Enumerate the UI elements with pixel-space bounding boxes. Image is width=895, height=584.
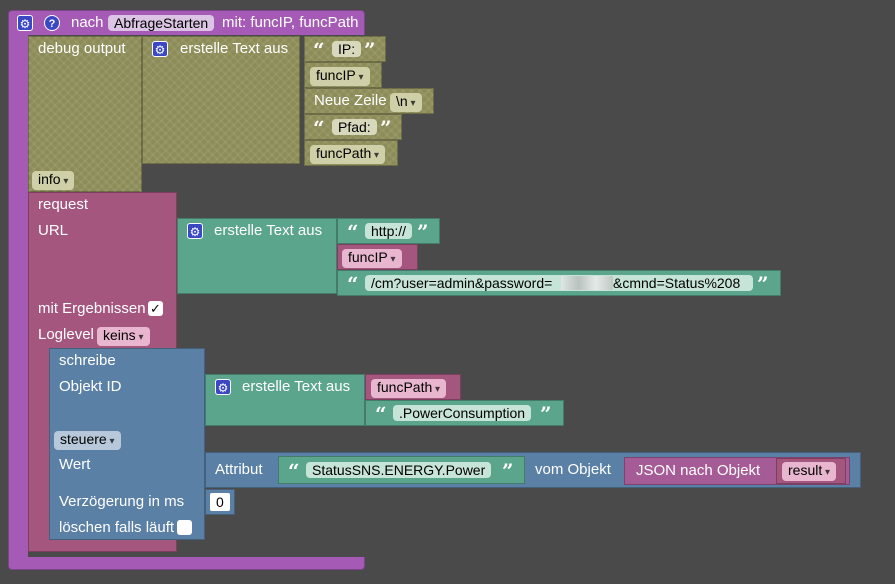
close-quote-icon: ” bbox=[417, 220, 429, 244]
request-title: request bbox=[38, 196, 89, 213]
close-quote-icon: ” bbox=[380, 116, 392, 140]
value-label: Wert bbox=[59, 456, 91, 473]
event-params-label: mit: funcIP, funcPath bbox=[222, 14, 359, 31]
text-literal-field[interactable]: .PowerConsumption bbox=[393, 405, 532, 421]
from-object-label: vom Objekt bbox=[535, 461, 611, 478]
redacted-password bbox=[561, 276, 613, 290]
variable-dropdown[interactable]: result bbox=[782, 462, 837, 481]
text-join-label: erstelle Text aus bbox=[180, 40, 289, 57]
variable-dropdown[interactable]: funcPath bbox=[310, 145, 386, 164]
clear-if-running-checkbox[interactable] bbox=[177, 520, 192, 535]
text-literal-block[interactable] bbox=[337, 218, 440, 244]
newline-dropdown[interactable]: \n bbox=[390, 93, 422, 112]
url-path-start: /cm?user=admin&password= bbox=[371, 275, 553, 291]
loglevel-label: Loglevel bbox=[38, 326, 94, 343]
with-results-checkbox[interactable]: ✓ bbox=[148, 301, 163, 316]
text-literal-field[interactable]: IP: bbox=[332, 41, 362, 57]
with-results-label: mit Ergebnissen bbox=[38, 300, 146, 317]
open-quote-icon: “ bbox=[375, 402, 387, 426]
close-quote-icon: ” bbox=[364, 38, 376, 62]
object-id-label: Objekt ID bbox=[59, 378, 122, 395]
close-quote-icon: ” bbox=[502, 459, 514, 483]
variable-dropdown[interactable]: funcPath bbox=[371, 379, 447, 398]
gear-icon[interactable]: ⚙ bbox=[17, 15, 33, 31]
open-quote-icon: “ bbox=[288, 459, 300, 483]
clear-if-running-label: löschen falls läuft bbox=[59, 519, 175, 536]
write-title: schreibe bbox=[59, 352, 116, 369]
id-text-join-block[interactable] bbox=[205, 374, 365, 426]
json-to-object-label: JSON nach Objekt bbox=[636, 462, 761, 479]
gear-icon[interactable]: ⚙ bbox=[187, 223, 203, 239]
debug-output-label: debug output bbox=[38, 40, 126, 57]
event-prefix-label: nach bbox=[71, 14, 104, 31]
open-quote-icon: “ bbox=[347, 220, 359, 244]
text-join-label: erstelle Text aus bbox=[214, 222, 323, 239]
loglevel-dropdown[interactable]: keins bbox=[97, 327, 150, 346]
delay-input[interactable]: 0 bbox=[210, 493, 230, 511]
open-quote-icon: “ bbox=[313, 116, 325, 140]
close-quote-icon: ” bbox=[540, 402, 552, 426]
url-label: URL bbox=[38, 222, 69, 239]
help-icon[interactable]: ? bbox=[44, 15, 60, 31]
text-literal-field[interactable]: http:// bbox=[365, 223, 413, 239]
variable-dropdown[interactable]: funcIP bbox=[342, 249, 402, 268]
url-path-field[interactable] bbox=[365, 275, 753, 291]
gear-icon[interactable]: ⚙ bbox=[215, 379, 231, 395]
write-mode-dropdown[interactable]: steuere bbox=[54, 431, 121, 450]
open-quote-icon: “ bbox=[313, 38, 325, 62]
url-path-end: &cmnd=Status%208 bbox=[613, 275, 741, 291]
attribute-field[interactable]: StatusSNS.ENERGY.Power bbox=[306, 462, 492, 478]
debug-level-dropdown[interactable]: info bbox=[32, 171, 75, 190]
close-quote-icon: ” bbox=[757, 272, 769, 296]
open-quote-icon: “ bbox=[347, 272, 359, 296]
text-join-label: erstelle Text aus bbox=[242, 378, 351, 395]
gear-icon[interactable]: ⚙ bbox=[152, 41, 168, 57]
attribute-label: Attribut bbox=[215, 461, 263, 478]
url-text-join-block[interactable] bbox=[177, 218, 337, 294]
delay-label: Verzögerung in ms bbox=[59, 493, 185, 510]
event-name-field[interactable]: AbfrageStarten bbox=[108, 15, 215, 31]
variable-dropdown[interactable]: funcIP bbox=[310, 67, 370, 86]
debug-output-block[interactable] bbox=[28, 36, 142, 192]
text-literal-field[interactable]: Pfad: bbox=[332, 119, 377, 135]
debug-text-join-block[interactable] bbox=[142, 36, 300, 164]
newline-label: Neue Zeile bbox=[314, 92, 387, 109]
